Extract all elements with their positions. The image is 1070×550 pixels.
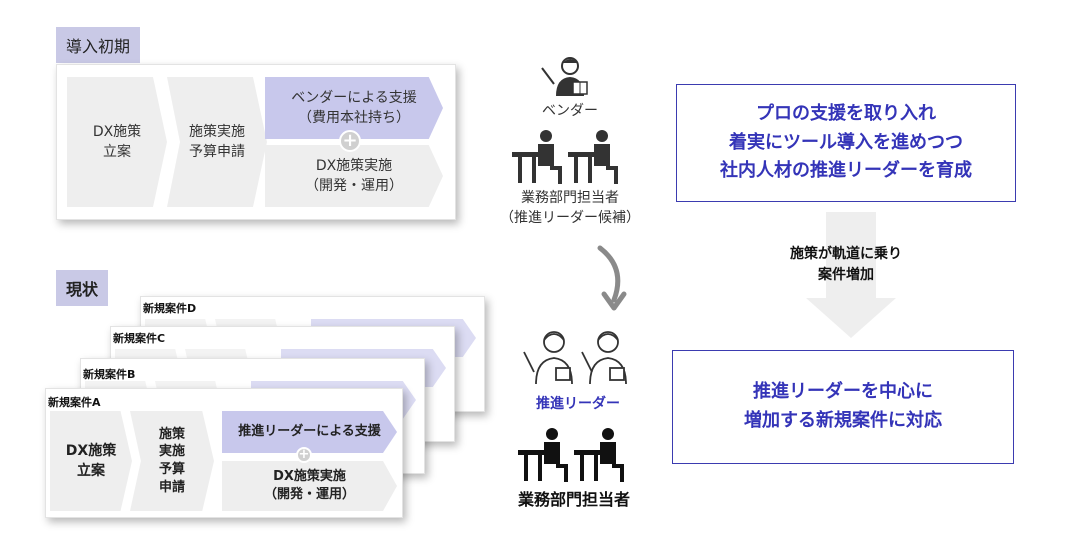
leader-support-label: 推進リーダーによる支援 xyxy=(238,423,381,439)
project-label-a: 新規案件A xyxy=(48,396,101,409)
project-label-c: 新規案件C xyxy=(113,332,166,345)
dept-label: 業務部門担当者 xyxy=(517,490,630,509)
transition-label: 施策が軌道に乗り案件増加 xyxy=(746,244,946,286)
initial-phase-card: DX施策立案 施策実施予算申請 ベンダーによる支援 （費用本社持ち） DX施策実施… xyxy=(56,64,456,220)
a-budget-line4: 申請 xyxy=(158,479,185,495)
leader-icon xyxy=(523,331,627,385)
desk-worker-icon xyxy=(512,130,618,184)
summary-box-initial: プロの支援を取り入れ着実にツール導入を進めつつ社内人材の推進リーダーを育成 xyxy=(676,84,1016,202)
project-label-b: 新規案件B xyxy=(83,368,136,381)
step-budget-a: 施策実施予算申請 xyxy=(130,411,214,511)
box2-line2: 増加する新規案件に対応 xyxy=(744,410,942,431)
step-budget-line2: 予算申請 xyxy=(189,144,245,160)
project-label-d: 新規案件D xyxy=(143,302,197,315)
dept-candidate-line1: 業務部門担当者 xyxy=(521,190,619,206)
summary-box-current: 推進リーダーを中心に増加する新規案件に対応 xyxy=(672,350,1014,464)
desk-worker-icon xyxy=(518,428,624,482)
implementation-line2: （開発・運用） xyxy=(305,178,403,194)
initial-phase-tag: 導入初期 xyxy=(56,27,141,63)
step-budget-request: 施策実施予算申請 xyxy=(167,77,267,207)
step-dx-plan-line1: DX施策 xyxy=(92,123,142,140)
a-budget-line2: 実施 xyxy=(158,444,185,460)
a-plan-line2: 立案 xyxy=(76,463,105,479)
transition-line2: 案件増加 xyxy=(818,267,874,283)
step-dx-plan-a: DX施策立案 xyxy=(50,411,132,511)
a-impl-line2: （開発・運用） xyxy=(263,487,355,502)
teacher-icon xyxy=(541,57,588,96)
a-budget-line1: 施策 xyxy=(158,426,185,442)
curved-arrow-icon xyxy=(597,245,627,311)
current-phase-tag: 現状 xyxy=(56,270,109,306)
step-dx-plan: DX施策立案 xyxy=(67,77,167,207)
vendor-support-line1: ベンダーによる支援 xyxy=(291,89,417,106)
step-dx-implementation-a: DX施策実施 （開発・運用） xyxy=(222,461,397,511)
step-dx-implementation: DX施策実施 （開発・運用） xyxy=(265,145,443,207)
step-dx-plan-line2: 立案 xyxy=(103,144,131,160)
dept-candidate-line2: （推進リーダー候補） xyxy=(500,210,640,227)
a-plan-line1: DX施策 xyxy=(65,442,117,459)
plus-icon: + xyxy=(296,447,312,463)
step-vendor-support: ベンダーによる支援 （費用本社持ち） xyxy=(265,77,443,139)
box1-line1: プロの支援を取り入れ xyxy=(756,102,936,124)
box2-line1: 推進リーダーを中心に xyxy=(753,381,933,403)
down-arrow-icon xyxy=(806,212,896,338)
box1-line3: 社内人材の推進リーダーを育成 xyxy=(720,160,972,182)
implementation-line1: DX施策実施 xyxy=(315,157,393,174)
box1-line2: 着実にツール導入を進めつつ xyxy=(729,131,963,153)
transition-line1: 施策が軌道に乗り xyxy=(790,246,902,262)
dept-candidate-label: 業務部門担当者 （推進リーダー候補） xyxy=(488,188,652,229)
step-budget-line1: 施策実施 xyxy=(189,123,245,140)
a-budget-line3: 予算 xyxy=(158,462,185,477)
a-impl-line1: DX施策実施 xyxy=(273,469,346,485)
project-card-a: DX施策立案 施策実施予算申請 推進リーダーによる支援 DX施策実施（開発・運用… xyxy=(45,388,403,518)
plus-icon: + xyxy=(339,130,361,152)
vendor-label: ベンダー xyxy=(542,103,598,119)
step-leader-support: 推進リーダーによる支援 xyxy=(222,411,397,453)
leader-label: 推進リーダー xyxy=(536,396,620,412)
vendor-support-line2: （費用本社持ち） xyxy=(298,110,410,126)
